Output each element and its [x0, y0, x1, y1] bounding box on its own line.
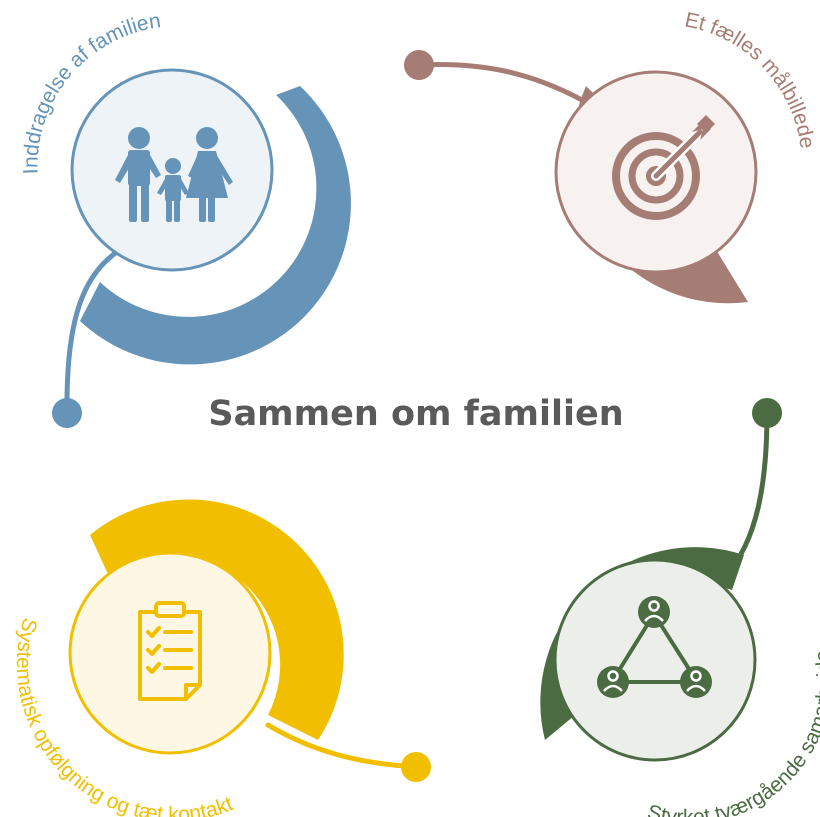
- diagram-title: Sammen om familien: [208, 394, 623, 434]
- person-node-right: [680, 666, 712, 698]
- segment-maalbillede: Et fælles målbillede: [404, 8, 819, 304]
- person-node-top: [638, 596, 670, 628]
- green-icon-circle: [553, 558, 757, 762]
- brown-connector: [416, 62, 585, 103]
- segment-inddragelse: Inddragelse af familien: [19, 9, 351, 428]
- blue-connector: [64, 242, 131, 416]
- green-connector: [723, 410, 770, 578]
- target-icon: [612, 115, 715, 220]
- segment-samarbejde: Styrket tværgående samarbejde: [540, 398, 820, 817]
- segment-opfoelgning: Systematisk opfølgning og tæt kontakt: [12, 499, 431, 817]
- green-endpoint-dot: [752, 398, 782, 428]
- network-people-icon: [597, 596, 712, 698]
- person-node-left: [597, 666, 629, 698]
- brown-endpoint-dot: [404, 50, 434, 80]
- yellow-swoosh: [90, 499, 344, 740]
- yellow-connector: [265, 722, 419, 770]
- yellow-icon-circle: [68, 551, 272, 755]
- blue-swoosh: [80, 86, 351, 365]
- blue-endpoint-dot: [52, 398, 82, 428]
- family-icon: [115, 127, 233, 222]
- yellow-endpoint-dot: [401, 752, 431, 782]
- clipboard-checklist-icon: [138, 601, 202, 701]
